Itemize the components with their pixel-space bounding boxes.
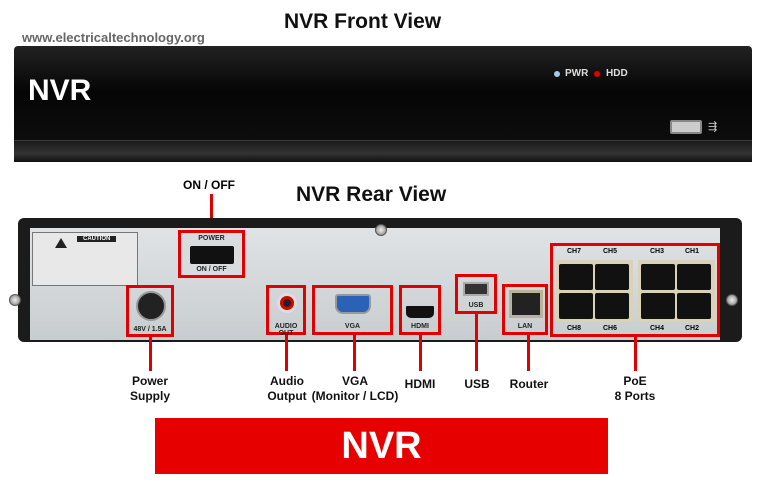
warning-icon [55,238,67,248]
caption-vga: VGA(Monitor / LCD) [312,374,399,404]
poe-port-ch2 [677,293,711,319]
screw-right [726,294,738,306]
hdd-led-icon [594,71,600,77]
caption-usb: USB [464,377,490,391]
power-port-label: 48V / 1.5A [133,326,167,333]
poe-port-ch3 [641,264,675,290]
ch7-label: CH7 [567,248,582,255]
audio-port-label: AUDIO OUT [274,323,298,337]
caution-title: CAUTION [77,236,117,242]
vga-port-box: VGA [312,285,393,335]
vga-port [335,294,371,314]
on-off-label: ON / OFF [196,266,227,273]
ch2-label: CH2 [685,325,700,332]
ch8-label: CH8 [567,325,582,332]
hdmi-port-box: HDMI [399,285,441,335]
caption-poe-line1: PoE [623,374,647,388]
hdmi-line [419,335,422,371]
power-switch[interactable] [190,246,234,264]
nvr-logo: NVR [28,74,92,107]
poe-ports-box: CH7 CH5 CH3 CH1 CH8 CH6 CH4 CH2 [550,243,720,337]
poe-port-ch7 [559,264,593,290]
lan-port [509,290,543,318]
front-usb-port [670,120,702,134]
caption-audio-line2: Output [267,389,307,403]
pwr-label: PWR [565,68,589,79]
vga-line [353,335,356,371]
lan-port-label: LAN [517,323,533,330]
watermark: www.electricaltechnology.org [22,30,205,45]
nvr-banner: NVR [155,418,608,474]
poe-port-ch5 [595,264,629,290]
poe-port-ch4 [641,293,675,319]
usb-line [475,314,478,371]
screw-top [375,224,387,236]
caption-poe-line2: 8 Ports [614,389,656,403]
caption-vga-line1: VGA [341,374,368,388]
caption-power-line1: Power [131,374,169,388]
vga-port-label: VGA [344,323,361,330]
ch3-label: CH3 [650,248,665,255]
on-off-callout: ON / OFF [183,178,235,192]
ch1-label: CH1 [685,248,700,255]
caption-hdmi: HDMI [404,377,436,391]
poe-port-ch6 [595,293,629,319]
front-view-title: NVR Front View [284,10,442,33]
caption-router: Router [509,377,549,391]
hdmi-port-label: HDMI [411,323,429,330]
ch6-label: CH6 [603,325,618,332]
rear-usb-port [463,282,489,296]
lan-port-box: LAN [502,284,548,335]
hdd-label: HDD [606,68,628,79]
pwr-led-icon [554,71,560,77]
din-power-port [136,291,166,321]
power-switch-box: POWER ON / OFF [178,230,245,278]
audio-port-box: AUDIO OUT [266,285,306,337]
power-port-box: 48V / 1.5A [126,285,174,337]
audio-line [285,335,288,371]
poe-port-ch1 [677,264,711,290]
usb-port-box: USB [455,274,497,314]
power-switch-label: POWER [198,235,225,242]
ch5-label: CH5 [603,248,618,255]
usb-port-label: USB [468,302,484,309]
caution-label: CAUTION [32,232,138,286]
poe-port-ch8 [559,293,593,319]
front-lip [14,140,752,162]
on-off-line [210,194,213,230]
router-line [527,335,530,371]
rear-view-title: NVR Rear View [296,183,447,206]
caption-audio-line1: Audio [269,374,304,388]
power-line [149,337,152,371]
poe-line [634,337,637,371]
caption-power-line2: Supply [129,389,171,403]
usb-icon: ⇶ [708,121,718,133]
hdmi-port [406,306,434,318]
ch4-label: CH4 [650,325,665,332]
nvr-front-panel: NVR PWR HDD ⇶ [14,46,752,162]
caption-vga-line2: (Monitor / LCD) [311,389,399,403]
rca-audio-port [277,293,297,313]
screw-left [9,294,21,306]
